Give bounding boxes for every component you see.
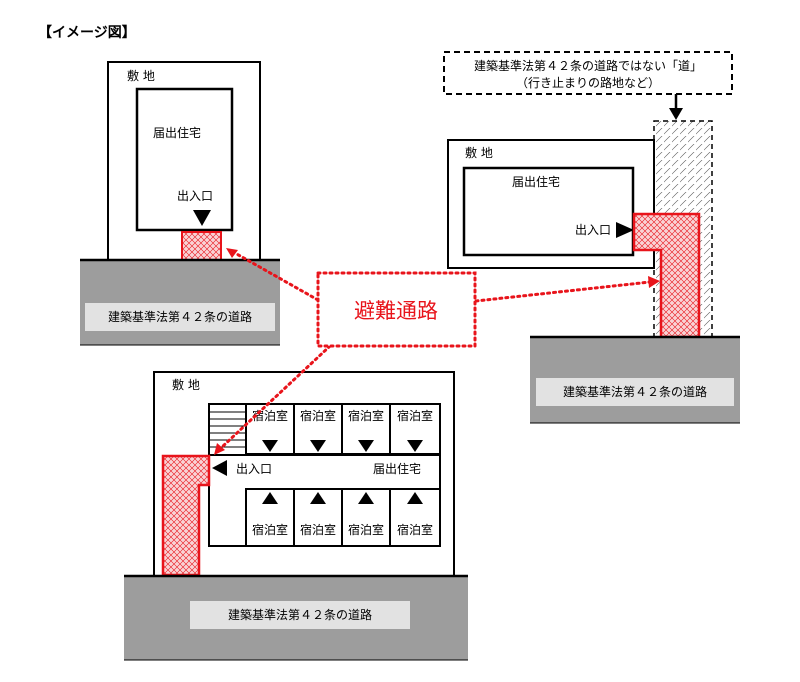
entrance-arrow: [616, 222, 634, 238]
guest-room-label: 宿泊室: [300, 522, 336, 537]
evacuation-route-callout: 避難通路: [214, 248, 660, 455]
room-door-arrow: [262, 492, 278, 504]
entrance-label: 出入口: [575, 223, 611, 237]
callout-line: [220, 344, 332, 449]
road-label-box: [536, 378, 734, 406]
guest-room-label: 宿泊室: [397, 522, 433, 537]
road-label: 建築基準法第４２条の道路: [563, 384, 707, 399]
evacuation-route-area: [181, 231, 222, 261]
house-outline: [135, 87, 234, 232]
diagram-2: 建築基準法第４２条の道路ではない「道」 （行き止まりの路地など） 敷 地 届出住…: [443, 51, 740, 424]
road-label-box: [190, 601, 410, 629]
upper-rooms: 宿泊室 宿泊室 宿泊室 宿泊室: [245, 403, 441, 455]
guest-room-label: 宿泊室: [397, 408, 433, 423]
entrance-arrow: [193, 210, 211, 226]
road-label: 建築基準法第４２条の道路: [228, 607, 372, 622]
callout-line: [474, 280, 652, 303]
site-label: 敷 地: [465, 145, 493, 160]
evacuation-route-label: 避難通路: [354, 299, 438, 323]
callout-arrow: [648, 276, 660, 288]
room-door-arrow: [310, 492, 326, 504]
house-label: 届出住宅: [512, 174, 560, 189]
entrance-label: 出入口: [236, 462, 272, 476]
diagram-3: 敷 地 宿泊室 宿泊室 宿泊室 宿泊室: [124, 371, 468, 661]
road-label: 建築基準法第４２条の道路: [108, 309, 252, 324]
house-label: 届出住宅: [373, 461, 421, 476]
note-line-2: （行き止まりの路地など）: [516, 75, 660, 90]
room-door-arrow: [262, 440, 278, 452]
callout-arrow: [226, 248, 238, 258]
room-door-arrow: [358, 440, 374, 452]
note-line-1: 建築基準法第４２条の道路ではない「道」: [474, 58, 702, 73]
note-arrow-head: [669, 108, 683, 120]
room-door-arrow: [407, 440, 423, 452]
guest-room-label: 宿泊室: [348, 522, 384, 537]
site-label: 敷 地: [127, 68, 155, 83]
diagram-1: 敷 地 届出住宅 出入口 建築基準法第４２条の道路: [80, 61, 280, 346]
non-road-note-box: [443, 51, 733, 95]
house-label: 届出住宅: [153, 125, 201, 140]
room-door-arrow: [310, 440, 326, 452]
guest-room-label: 宿泊室: [348, 408, 384, 423]
guest-room-label: 宿泊室: [252, 522, 288, 537]
guest-room-label: 宿泊室: [252, 408, 288, 423]
site-label: 敷 地: [172, 377, 200, 392]
entrance-label: 出入口: [177, 189, 213, 203]
road: [80, 260, 280, 345]
room-door-arrow: [407, 492, 423, 504]
callout-arrow: [214, 443, 225, 455]
entrance-arrow: [212, 460, 227, 476]
room-door-arrow: [358, 492, 374, 504]
house-outline: [462, 166, 635, 257]
lower-rooms: 宿泊室 宿泊室 宿泊室 宿泊室: [245, 488, 441, 547]
guest-room-label: 宿泊室: [300, 408, 336, 423]
callout-line: [233, 251, 320, 302]
evacuation-route-area: [632, 212, 701, 339]
diagram-title: 【イメージ図】: [38, 25, 136, 41]
road-label-box: [85, 303, 275, 331]
evacuation-route-label-box: [316, 271, 477, 348]
